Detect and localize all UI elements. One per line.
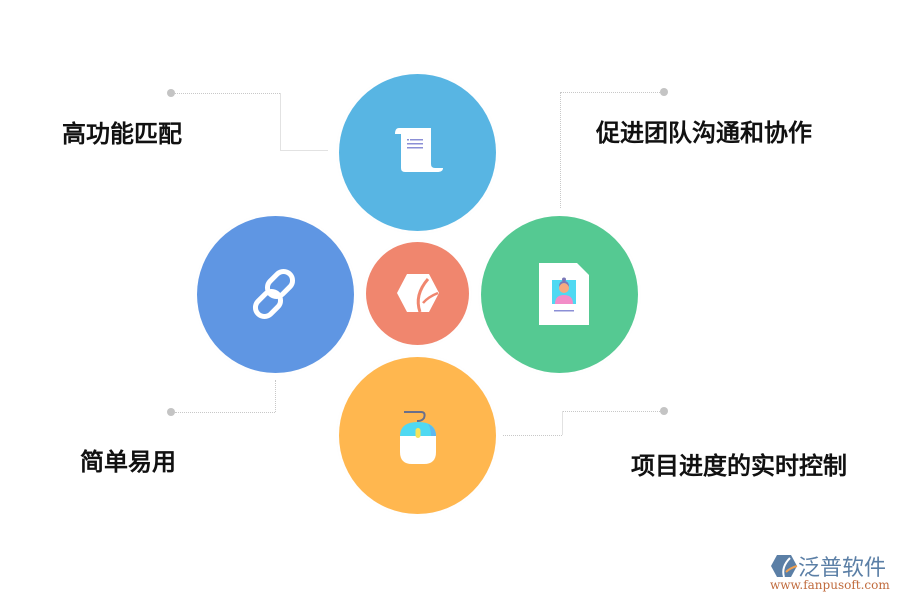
label-top-left: 高功能匹配 bbox=[62, 120, 182, 148]
node-bottom-circle bbox=[339, 357, 496, 514]
connector-line bbox=[175, 412, 275, 413]
connector-line bbox=[562, 411, 563, 435]
node-left-circle bbox=[197, 216, 354, 373]
connector-dot-top-left bbox=[167, 89, 175, 97]
watermark-name: 泛普软件 bbox=[798, 556, 887, 581]
connector-line bbox=[562, 411, 660, 412]
connector-dot-top-right bbox=[660, 88, 668, 96]
connector-dot-bottom-right bbox=[660, 407, 668, 415]
computer-mouse-icon bbox=[400, 411, 436, 464]
connector-line bbox=[280, 150, 328, 151]
scroll-document-icon bbox=[395, 128, 443, 172]
node-right-circle bbox=[481, 216, 638, 373]
fanpu-logo-icon bbox=[771, 555, 798, 578]
chain-link-icon bbox=[252, 268, 296, 320]
center-circle bbox=[366, 242, 469, 345]
node-top-circle bbox=[339, 74, 496, 231]
connector-line bbox=[280, 93, 281, 150]
watermark-url: www.fanpusoft.com bbox=[770, 578, 890, 592]
label-bottom-right: 项目进度的实时控制 bbox=[631, 452, 847, 480]
hexagon-logo-icon bbox=[397, 274, 439, 313]
connector-line bbox=[503, 435, 562, 436]
connector-line bbox=[275, 380, 276, 412]
connector-line bbox=[175, 93, 280, 94]
connector-dot-bottom-left bbox=[167, 408, 175, 416]
label-top-right: 促进团队沟通和协作 bbox=[596, 119, 812, 147]
label-bottom-left: 简单易用 bbox=[80, 448, 176, 476]
profile-card-icon bbox=[539, 263, 589, 325]
connector-line bbox=[560, 92, 660, 93]
connector-line bbox=[560, 92, 561, 208]
